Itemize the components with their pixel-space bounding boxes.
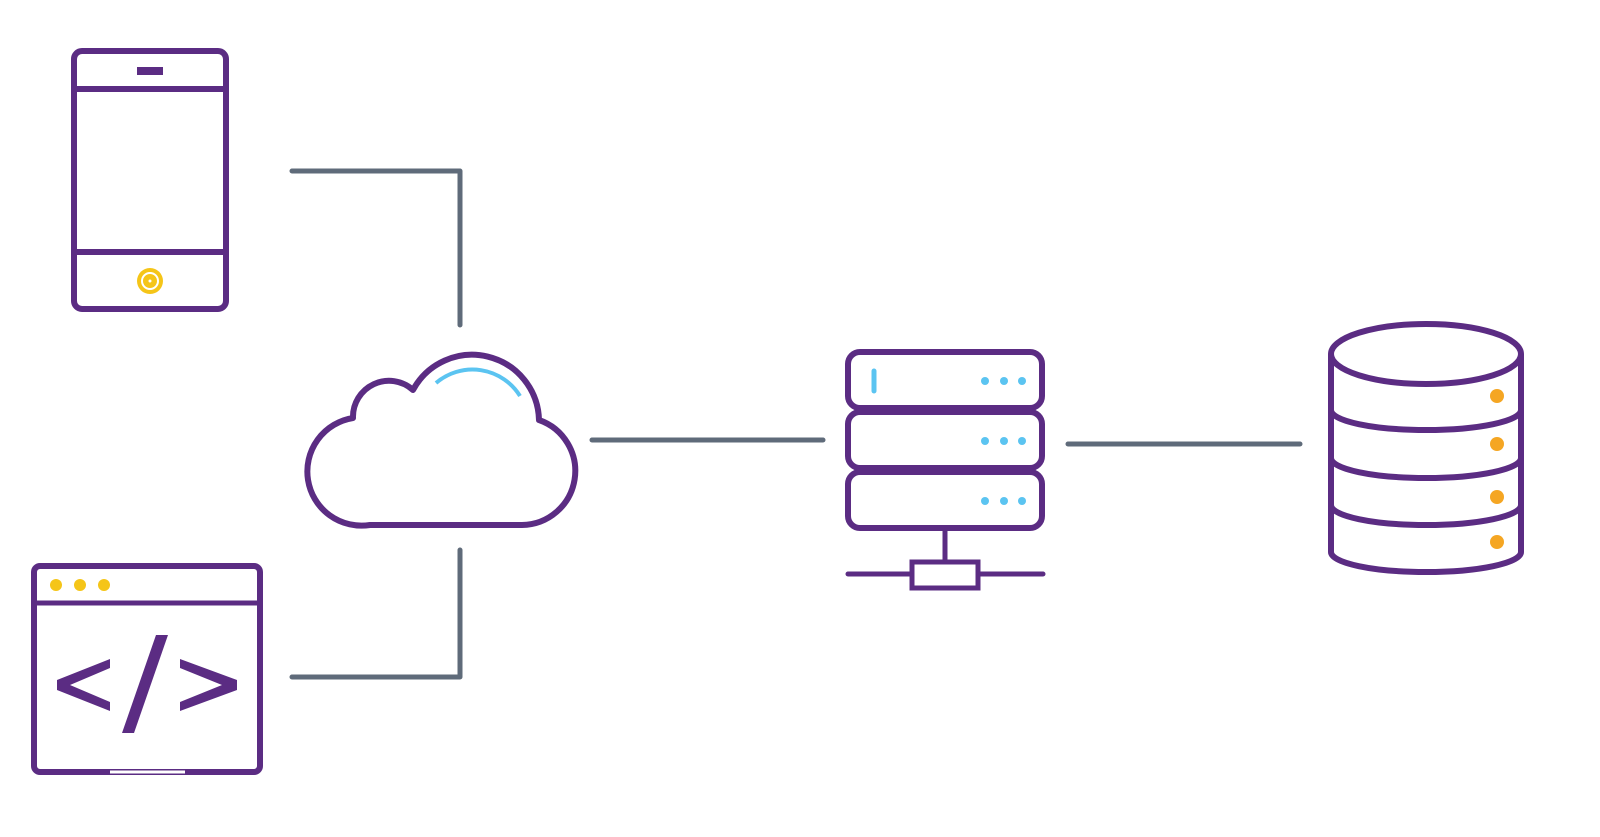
cloud-icon — [304, 351, 579, 529]
cloud-accent-arc — [434, 367, 522, 398]
connector-web-cloud — [289, 547, 463, 680]
server-status-dots — [981, 377, 1026, 505]
window-dot — [74, 579, 86, 591]
connectors — [289, 168, 1303, 680]
code-tag-icon — [57, 635, 237, 733]
database-icon — [1328, 321, 1524, 575]
window-dot — [98, 579, 110, 591]
server-rack-icon — [845, 349, 1046, 591]
speaker-slot — [137, 67, 163, 75]
database-indicator-dots — [1490, 389, 1504, 549]
smartphone-icon — [71, 48, 229, 312]
browser-code-icon — [31, 563, 263, 775]
window-dot — [50, 579, 62, 591]
connector-mobile-cloud — [289, 168, 463, 328]
network-switch — [909, 559, 981, 591]
